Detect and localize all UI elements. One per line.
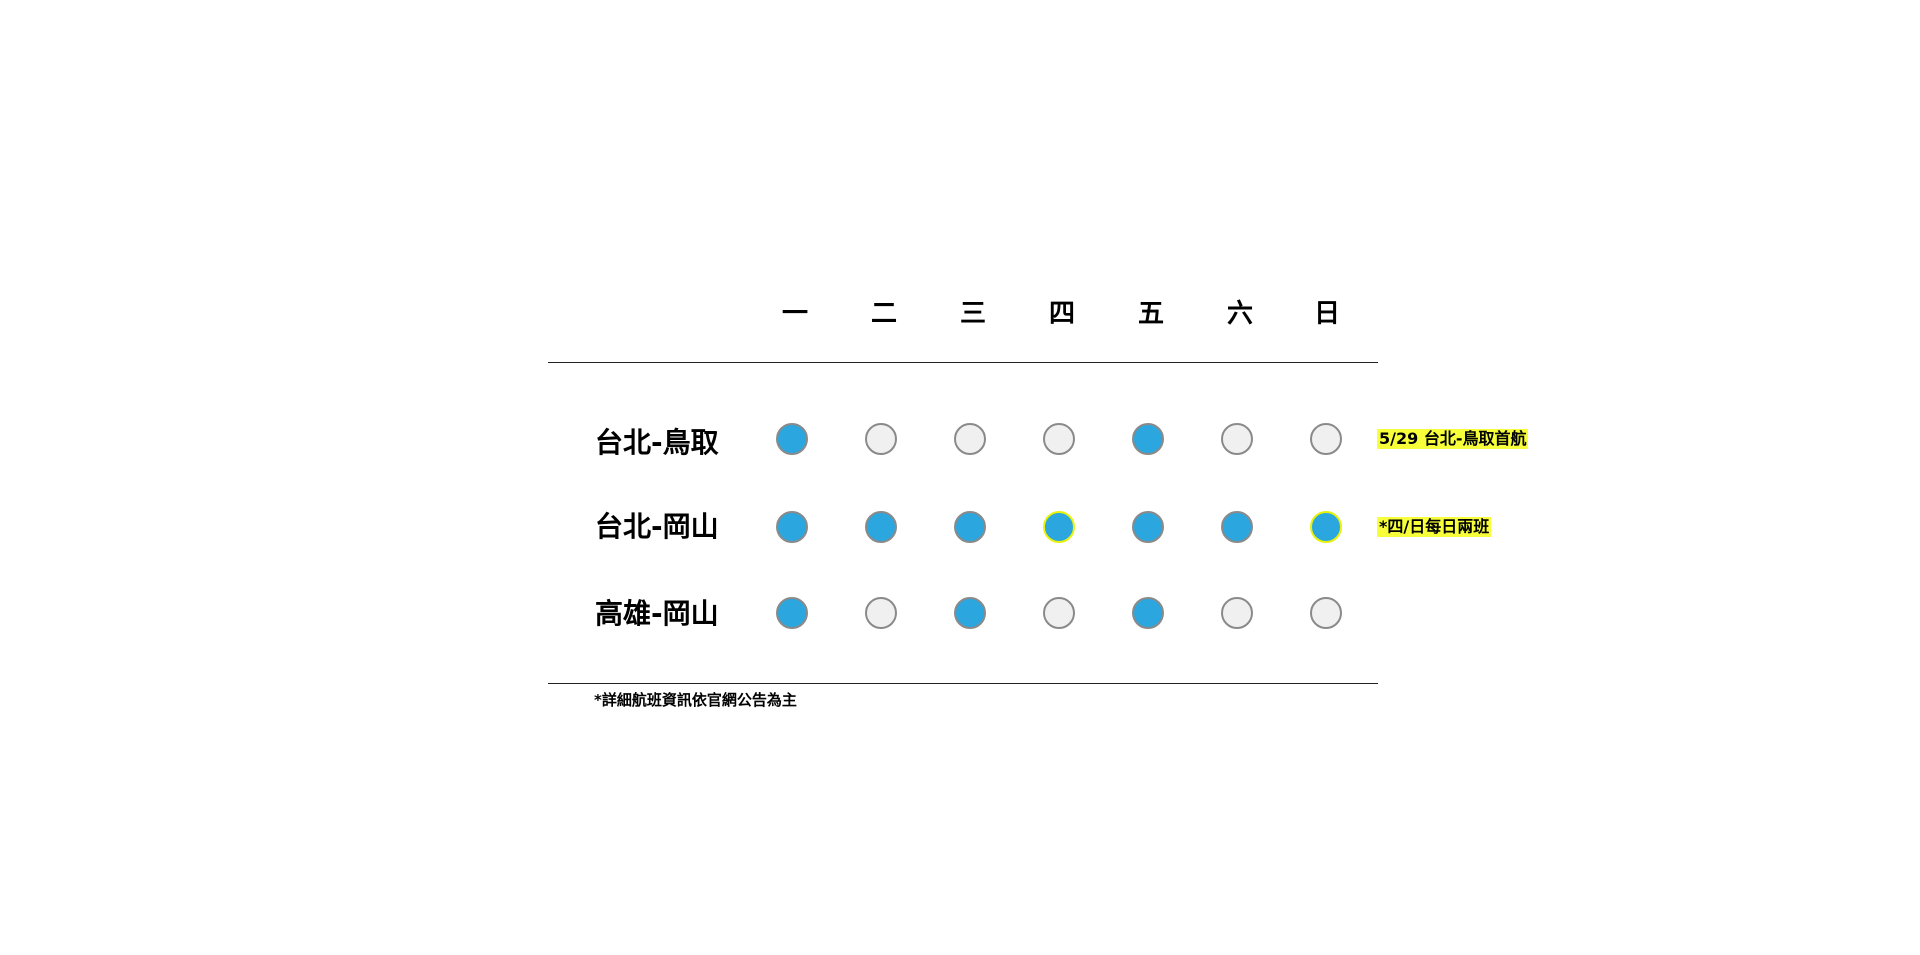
- no-flight-dot: [865, 597, 897, 629]
- flight-dot: [776, 423, 808, 455]
- day-header-sun: 日: [1313, 299, 1340, 329]
- day-header-fri: 五: [1137, 299, 1164, 329]
- day-header-thu: 四: [1048, 299, 1075, 329]
- flight-dot: [954, 511, 986, 543]
- no-flight-dot: [1043, 423, 1075, 455]
- route-note: 5/29 台北-鳥取首航: [1377, 429, 1529, 449]
- day-header-tue: 二: [870, 299, 897, 329]
- no-flight-dot: [1310, 423, 1342, 455]
- flight-dot: [865, 511, 897, 543]
- flight-dot: [776, 597, 808, 629]
- no-flight-dot: [865, 423, 897, 455]
- flight-twice-daily-dot: [1310, 511, 1342, 543]
- footnote: *詳細航班資訊依官網公告為主: [594, 691, 797, 709]
- route-label: 高雄-岡山: [595, 597, 719, 630]
- header-divider: [548, 362, 1378, 363]
- flight-dot: [1132, 511, 1164, 543]
- flight-dot: [1221, 511, 1253, 543]
- day-header-wed: 三: [959, 299, 986, 329]
- no-flight-dot: [954, 423, 986, 455]
- flight-twice-daily-dot: [1043, 511, 1075, 543]
- route-note: *四/日每日兩班: [1377, 517, 1492, 537]
- footer-divider: [548, 683, 1378, 684]
- flight-dot: [776, 511, 808, 543]
- no-flight-dot: [1221, 423, 1253, 455]
- route-label: 台北-鳥取: [595, 426, 719, 459]
- day-header-sat: 六: [1226, 299, 1253, 329]
- no-flight-dot: [1310, 597, 1342, 629]
- flight-dot: [1132, 597, 1164, 629]
- flight-dot: [1132, 423, 1164, 455]
- flight-dot: [954, 597, 986, 629]
- no-flight-dot: [1043, 597, 1075, 629]
- no-flight-dot: [1221, 597, 1253, 629]
- route-label: 台北-岡山: [595, 510, 719, 543]
- day-header-mon: 一: [781, 299, 808, 329]
